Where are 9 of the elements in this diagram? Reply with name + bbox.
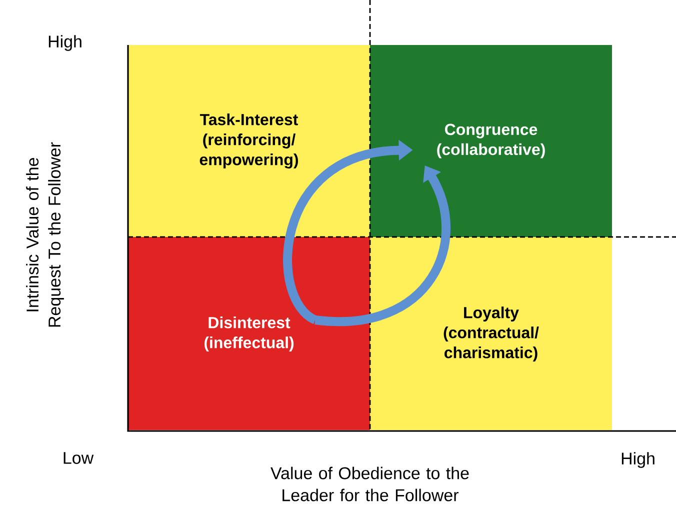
axis-label: High bbox=[622, 452, 654, 468]
axis-title: Intrinsic Value of the Request To the Follower bbox=[26, 142, 64, 327]
quadrant-label: Congruence (collaborative) bbox=[437, 124, 545, 158]
quadrant-label: Disinterest (ineffectual) bbox=[204, 316, 294, 352]
axis-label: High bbox=[48, 35, 82, 51]
quadrant-label: Loyalty (contractual/ charismatic) bbox=[444, 306, 539, 362]
quadrant-label: Task-Interest (reinforcing/ empowering) bbox=[200, 114, 298, 168]
axis-title: Value of Obedience to the Leader for the Follower bbox=[270, 466, 469, 502]
axis-label: Low bbox=[64, 452, 94, 464]
